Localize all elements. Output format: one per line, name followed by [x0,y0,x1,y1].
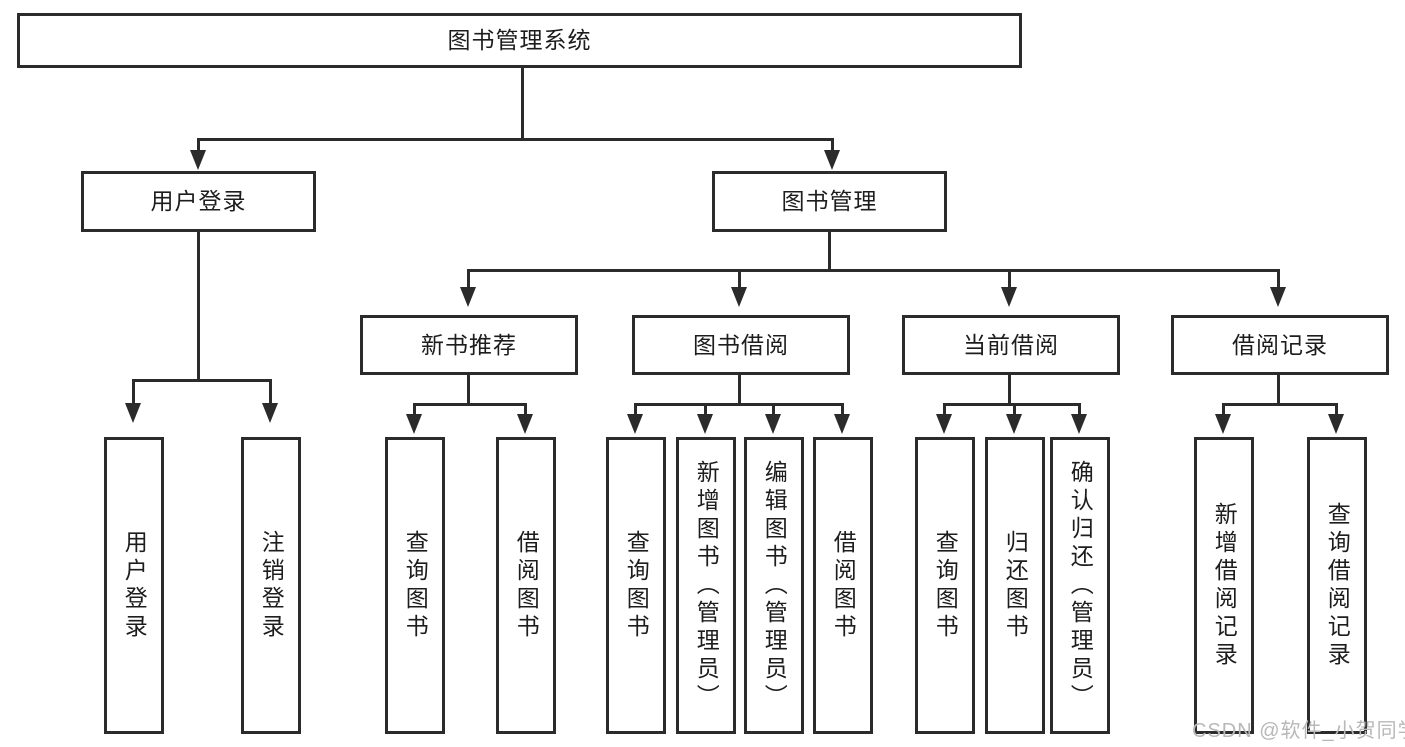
edge-book-management-stem [828,232,831,272]
node-label: 归还图书 [1002,529,1029,642]
leaf-user-login[interactable]: 用户登录 [104,437,164,734]
arrowhead-br-leaf-1 [1328,414,1344,434]
edge-borrow-record-bus [1222,403,1338,406]
edge-bb-leaf-0 [634,403,637,419]
arrowhead-cb-leaf-2 [1071,414,1087,434]
leaf-confirm-return-admin[interactable]: 确认归还（管理员） [1050,437,1110,734]
node-label: 图书管理 [781,188,878,215]
node-book-management[interactable]: 图书管理 [712,171,947,232]
node-label: 注销登录 [258,529,285,642]
node-label: 查询图书 [932,529,959,642]
arrowhead-leaf-logout [262,403,278,423]
arrowhead-new-book-recommend [460,287,476,307]
arrowhead-bb-leaf-2 [765,414,781,434]
edge-to-borrow-record [1277,269,1280,291]
edge-user-login-leaf-1 [269,379,272,407]
edge-to-new-book-recommend [467,269,470,291]
leaf-add-book-admin[interactable]: 新增图书（管理员） [676,437,736,734]
leaf-return-book[interactable]: 归还图书 [985,437,1045,734]
edge-current-borrow-bus [943,403,1081,406]
edge-to-current-borrow [1008,269,1011,291]
edge-borrow-record-stem [1277,375,1280,405]
leaf-borrow-book-nbr[interactable]: 借阅图书 [496,437,556,734]
edge-current-borrow-stem [1008,375,1011,405]
arrowhead-nbr-leaf-0 [406,414,422,434]
leaf-query-book-nbr[interactable]: 查询图书 [385,437,445,734]
node-label: 查询借阅记录 [1324,501,1351,670]
node-label: 查询图书 [402,529,429,642]
edge-nbr-leaf-0 [413,403,416,419]
node-root-book-management-system[interactable]: 图书管理系统 [17,13,1022,68]
node-label: 确认归还（管理员） [1067,459,1094,712]
edge-user-login-bus [132,379,272,382]
edge-cb-leaf-2 [1078,403,1081,419]
arrowhead-cb-leaf-0 [936,414,952,434]
leaf-query-borrow-record[interactable]: 查询借阅记录 [1307,437,1367,734]
leaf-query-book-cb[interactable]: 查询图书 [915,437,975,734]
edge-level3-bus [467,269,1280,272]
node-label: 新增图书（管理员） [693,459,720,712]
edge-new-book-recommend-bus [413,403,527,406]
edge-user-login-leaf-0 [132,379,135,407]
node-book-borrow[interactable]: 图书借阅 [632,315,850,375]
edge-user-login-stem [197,232,200,382]
edge-bb-leaf-2 [772,403,775,419]
node-label: 借阅图书 [513,529,540,642]
node-label: 查询图书 [623,529,650,642]
node-label: 借阅图书 [830,529,857,642]
edge-level2-bus [197,138,834,141]
edge-book-borrow-stem [738,375,741,405]
edge-nbr-leaf-1 [524,403,527,419]
edge-bb-leaf-1 [704,403,707,419]
arrowhead-leaf-user-login [125,403,141,423]
edge-to-user-login [197,138,200,158]
node-label: 图书借阅 [693,331,789,358]
leaf-query-book-bb[interactable]: 查询图书 [606,437,666,734]
arrowhead-bb-leaf-3 [834,414,850,434]
node-label: 新书推荐 [421,331,517,358]
node-label: 编辑图书（管理员） [761,459,788,712]
arrowhead-br-leaf-0 [1215,414,1231,434]
node-label: 图书管理系统 [447,27,592,54]
leaf-add-borrow-record[interactable]: 新增借阅记录 [1194,437,1254,734]
edge-book-borrow-bus [634,403,844,406]
node-label: 借阅记录 [1232,331,1328,358]
arrowhead-book-management [824,150,840,170]
arrowhead-current-borrow [1001,287,1017,307]
edge-to-book-borrow [738,269,741,291]
leaf-borrow-book-bb[interactable]: 借阅图书 [813,437,873,734]
arrowhead-bb-leaf-0 [627,414,643,434]
edge-new-book-recommend-stem [467,375,470,405]
leaf-logout[interactable]: 注销登录 [241,437,301,734]
edge-root-stem [521,68,524,140]
leaf-edit-book-admin[interactable]: 编辑图书（管理员） [744,437,804,734]
node-user-login[interactable]: 用户登录 [81,171,316,232]
node-label: 当前借阅 [963,331,1059,358]
node-new-book-recommend[interactable]: 新书推荐 [360,315,578,375]
edge-cb-leaf-0 [943,403,946,419]
arrowhead-bb-leaf-1 [697,414,713,434]
edge-br-leaf-1 [1335,403,1338,419]
arrowhead-nbr-leaf-1 [517,414,533,434]
arrowhead-user-login [190,150,206,170]
node-borrow-record[interactable]: 借阅记录 [1171,315,1389,375]
node-label: 新增借阅记录 [1211,501,1238,670]
edge-to-book-management [831,138,834,158]
arrowhead-book-borrow [731,287,747,307]
edge-br-leaf-0 [1222,403,1225,419]
arrowhead-borrow-record [1270,287,1286,307]
arrowhead-cb-leaf-1 [1006,414,1022,434]
node-label: 用户登录 [150,188,247,215]
edge-bb-leaf-3 [841,403,844,419]
node-current-borrow[interactable]: 当前借阅 [902,315,1120,375]
edge-cb-leaf-1 [1013,403,1016,419]
node-label: 用户登录 [121,529,148,642]
